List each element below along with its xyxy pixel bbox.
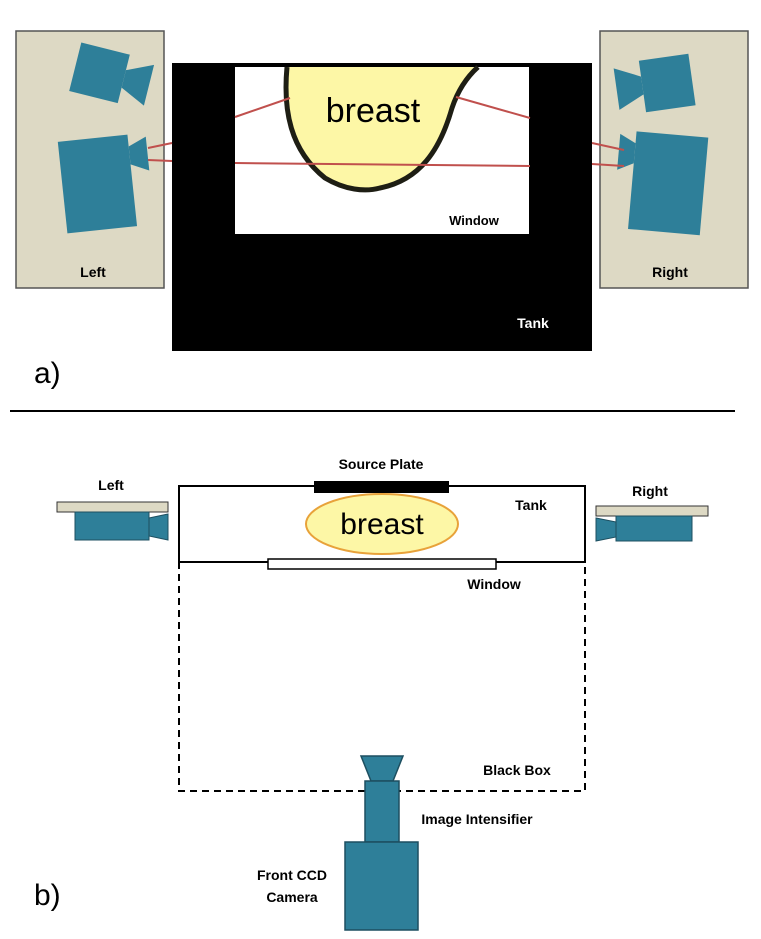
left-camera-panel: Left	[15, 30, 165, 289]
breast-label: breast	[326, 92, 421, 130]
black-box-label: Black Box	[483, 762, 551, 778]
breast-ellipse	[305, 493, 459, 555]
tank-label-b: Tank	[515, 497, 547, 513]
breast-label-b: breast	[340, 508, 424, 541]
source-plate-label: Source Plate	[339, 456, 424, 472]
right-bottom-camera-icon	[617, 131, 709, 236]
left-label-b: Left	[98, 477, 124, 493]
left-camera-body-icon	[74, 511, 150, 541]
breast-outline	[283, 65, 480, 193]
breast-shape	[285, 67, 478, 190]
tank-label: Tank	[517, 315, 549, 331]
front-camera-label-line1: Front CCD	[257, 867, 327, 883]
left-side-camera: Left	[56, 477, 169, 541]
intensifier-label: Image Intensifier	[421, 811, 533, 827]
source-plate	[314, 481, 449, 493]
front-ccd-camera-icon	[344, 841, 419, 931]
right-camera-panel: Right	[599, 30, 749, 289]
left-bottom-camera-icon	[57, 134, 150, 234]
image-intensifier	[364, 780, 400, 843]
front-lens-icon	[359, 755, 405, 782]
window-b	[267, 558, 497, 570]
right-camera-body-icon	[615, 515, 693, 542]
window-label-b: Window	[467, 576, 521, 592]
front-camera-label-line2: Camera	[266, 889, 318, 905]
right-side-camera: Right	[595, 483, 709, 542]
laser-lines	[147, 96, 625, 167]
window-label: Window	[449, 213, 500, 228]
right-camera-lens-icon	[595, 517, 617, 542]
panel-a: Left Right Tank breast	[15, 30, 749, 390]
panel-a-label: a)	[34, 357, 61, 390]
window: breast Window	[235, 65, 529, 234]
right-label: Right	[652, 264, 688, 280]
front-camera-assembly: Image Intensifier Front CCD Camera	[257, 755, 533, 931]
right-top-camera-icon	[613, 53, 696, 113]
left-camera-lens-icon	[148, 513, 169, 541]
left-label: Left	[80, 264, 106, 280]
left-top-camera-icon	[69, 42, 155, 106]
right-label-b: Right	[632, 483, 668, 499]
panel-b-label: b)	[34, 879, 61, 912]
panel-b: Black Box Tank Source Plate breast Windo…	[34, 456, 709, 931]
